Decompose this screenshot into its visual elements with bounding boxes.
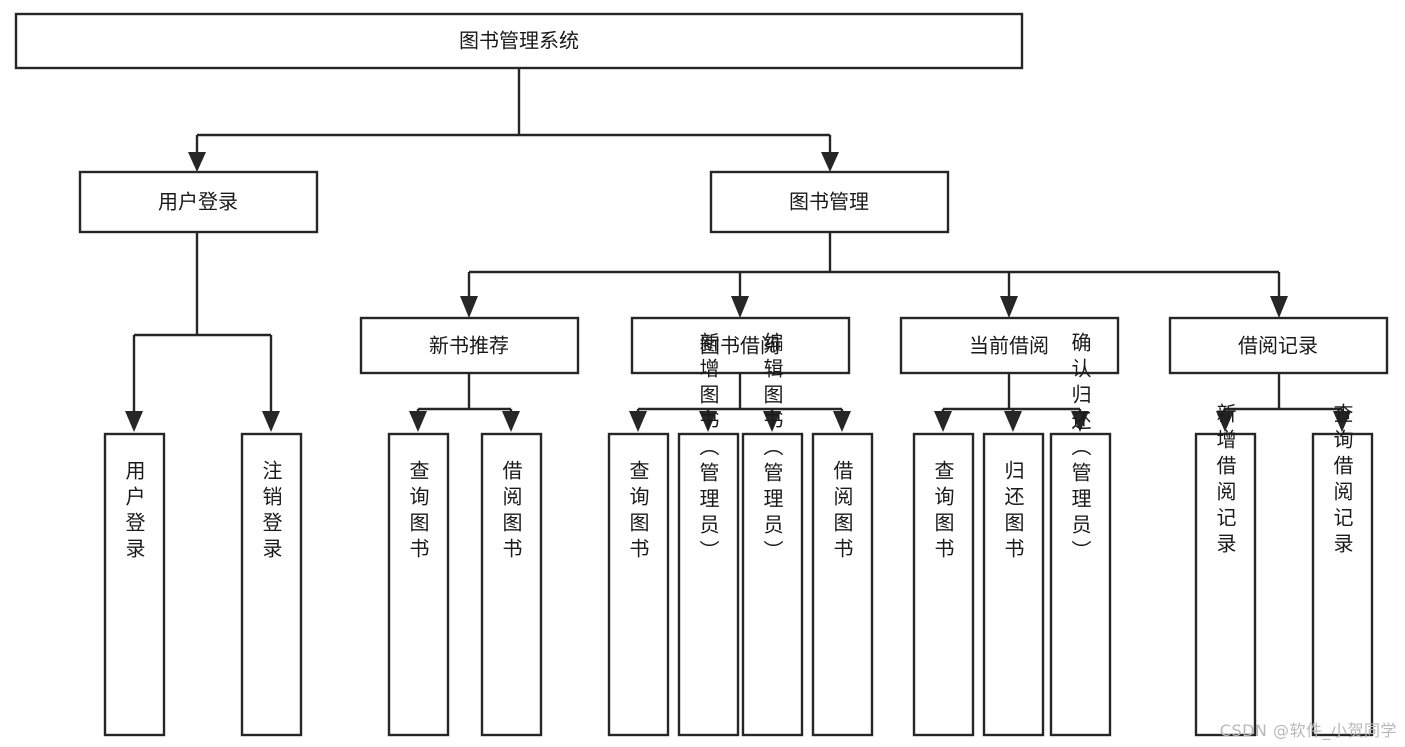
leaf-node-return-book[interactable]: 归还图书 bbox=[982, 432, 1045, 737]
current-borrow-label: 当前借阅 bbox=[969, 334, 1049, 358]
leaf-label-query-borrow-record: 查询借阅记录 bbox=[1330, 403, 1354, 559]
node-book-borrow[interactable]: 图书借阅 bbox=[630, 316, 851, 375]
leaf-node-query-book-1[interactable]: 查询图书 bbox=[387, 432, 450, 737]
leaf-node-query-book-3[interactable]: 查询图书 bbox=[912, 432, 975, 737]
leaf-label-borrow-book-2: 借阅图书 bbox=[830, 460, 854, 564]
node-root[interactable]: 图书管理系统 bbox=[14, 12, 1024, 70]
leaf-box-confirm-return-admin[interactable] bbox=[1049, 432, 1112, 737]
leaf-node-logout[interactable]: 注销登录 bbox=[240, 432, 303, 737]
leaf-label-borrow-book-1: 借阅图书 bbox=[499, 460, 523, 564]
arrowhead-leaf-10 bbox=[1004, 411, 1022, 432]
leaf-box-query-borrow-record[interactable] bbox=[1311, 432, 1374, 737]
leaf-node-user-login[interactable]: 用户登录 bbox=[103, 432, 166, 737]
arrowhead-current-borrow bbox=[1000, 296, 1018, 318]
book-management-box[interactable] bbox=[709, 170, 950, 234]
leaf-node-confirm-return-admin[interactable]: 确认归还（管理员） bbox=[1049, 332, 1112, 737]
arrowhead-leaf-2 bbox=[262, 411, 280, 432]
arrowhead-book-mgmt bbox=[821, 152, 839, 172]
book-borrow-box[interactable] bbox=[630, 316, 851, 375]
current-borrow-box[interactable] bbox=[899, 316, 1120, 375]
leaf-box-query-book-3[interactable] bbox=[912, 432, 975, 737]
leaf-label-user-login: 用户登录 bbox=[122, 460, 146, 564]
leaf-box-add-book-admin[interactable] bbox=[677, 432, 740, 737]
arrowhead-leaf-5 bbox=[629, 411, 647, 432]
leaf-label-edit-book-admin: 编辑图书（管理员） bbox=[760, 332, 784, 566]
leaf-label-add-borrow-record: 新增借阅记录 bbox=[1213, 403, 1237, 559]
node-book-management[interactable]: 图书管理 bbox=[709, 170, 950, 234]
node-user-login[interactable]: 用户登录 bbox=[78, 170, 319, 234]
leaf-box-logout[interactable] bbox=[240, 432, 303, 737]
arrowhead-leaf-7 bbox=[763, 411, 781, 432]
leaf-box-user-login[interactable] bbox=[103, 432, 166, 737]
node-current-borrow[interactable]: 当前借阅 bbox=[899, 316, 1120, 375]
node-new-book-recommend[interactable]: 新书推荐 bbox=[359, 316, 580, 375]
book-borrow-label: 图书借阅 bbox=[700, 334, 780, 358]
leaf-node-borrow-book-2[interactable]: 借阅图书 bbox=[811, 432, 874, 737]
new-book-recommend-label: 新书推荐 bbox=[429, 334, 509, 358]
arrowhead-leaf-8 bbox=[833, 411, 851, 432]
arrowhead-new-book-rec bbox=[460, 296, 478, 318]
arrowhead-leaf-13 bbox=[1333, 411, 1351, 432]
arrowhead-leaf-3 bbox=[409, 411, 427, 432]
arrowhead-leaf-11 bbox=[1071, 411, 1089, 432]
csdn-watermark: CSDN @软件_小贺同学 bbox=[1219, 721, 1397, 740]
leaf-node-query-book-2[interactable]: 查询图书 bbox=[607, 432, 670, 737]
leaf-box-edit-book-admin[interactable] bbox=[741, 432, 804, 737]
arrowhead-leaf-4 bbox=[502, 411, 520, 432]
borrow-record-label: 借阅记录 bbox=[1238, 334, 1318, 358]
arrowhead-leaf-1 bbox=[125, 411, 143, 432]
leaf-box-query-book-2[interactable] bbox=[607, 432, 670, 737]
leaf-label-confirm-return-admin: 确认归还（管理员） bbox=[1068, 332, 1092, 566]
node-borrow-record[interactable]: 借阅记录 bbox=[1168, 316, 1389, 375]
connector-layer bbox=[125, 68, 1351, 432]
book-management-label: 图书管理 bbox=[789, 190, 869, 214]
leaf-node-add-book-admin[interactable]: 新增图书（管理员） bbox=[677, 332, 740, 737]
root-box[interactable] bbox=[14, 12, 1024, 70]
leaf-box-query-book-1[interactable] bbox=[387, 432, 450, 737]
arrowhead-borrow-record bbox=[1270, 296, 1288, 318]
arrowhead-book-borrow bbox=[731, 296, 749, 318]
leaf-box-borrow-book-2[interactable] bbox=[811, 432, 874, 737]
leaf-node-add-borrow-record[interactable]: 新增借阅记录 bbox=[1194, 403, 1257, 737]
borrow-record-box[interactable] bbox=[1168, 316, 1389, 375]
leaf-label-add-book-admin: 新增图书（管理员） bbox=[696, 332, 720, 566]
arrowhead-leaf-6 bbox=[699, 411, 717, 432]
leaf-label-return-book: 归还图书 bbox=[1001, 460, 1025, 564]
leaf-node-borrow-book-1[interactable]: 借阅图书 bbox=[480, 432, 543, 737]
leaf-label-query-book-2: 查询图书 bbox=[626, 460, 650, 564]
leaf-box-add-borrow-record[interactable] bbox=[1194, 432, 1257, 737]
leaf-label-logout: 注销登录 bbox=[259, 460, 283, 564]
user-login-label: 用户登录 bbox=[158, 190, 238, 214]
leaf-box-return-book[interactable] bbox=[982, 432, 1045, 737]
leaf-label-query-book-1: 查询图书 bbox=[406, 460, 430, 564]
leaf-box-borrow-book-1[interactable] bbox=[480, 432, 543, 737]
new-book-recommend-box[interactable] bbox=[359, 316, 580, 375]
leaf-node-edit-book-admin[interactable]: 编辑图书（管理员） bbox=[741, 332, 804, 737]
leaf-node-query-borrow-record[interactable]: 查询借阅记录 bbox=[1311, 403, 1374, 737]
arrowhead-leaf-12 bbox=[1216, 411, 1234, 432]
root-label: 图书管理系统 bbox=[459, 29, 579, 53]
user-login-box[interactable] bbox=[78, 170, 319, 234]
leaf-label-query-book-3: 查询图书 bbox=[931, 460, 955, 564]
arrowhead-user-login bbox=[188, 152, 206, 172]
arrowhead-leaf-9 bbox=[934, 411, 952, 432]
